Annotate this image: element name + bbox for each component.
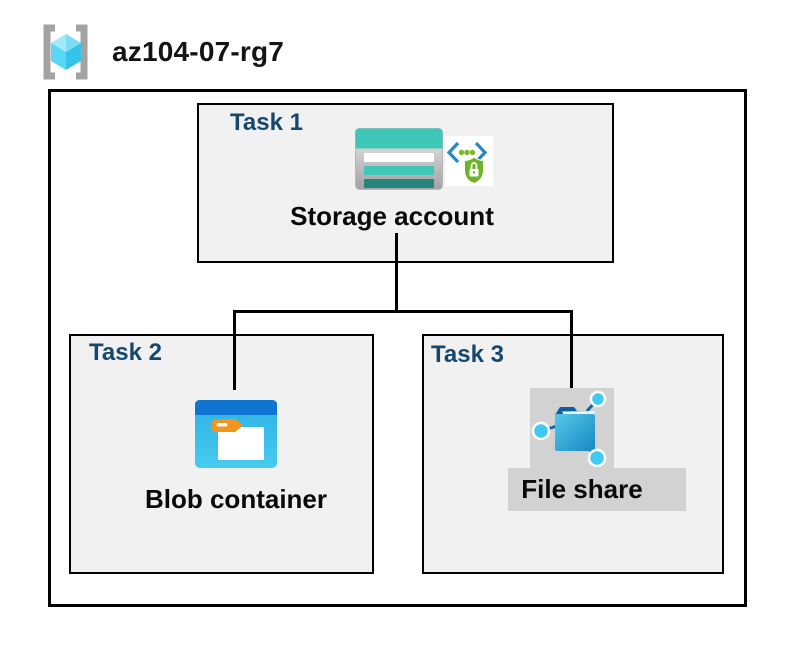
resource-group-icon <box>43 24 88 80</box>
connector-storage-down <box>395 233 398 311</box>
task3-box <box>422 334 724 574</box>
connector-branch-horizontal <box>233 310 573 313</box>
shared-access-signature-icon <box>445 136 493 186</box>
storage-account-icon <box>355 128 443 190</box>
resource-group-title: az104-07-rg7 <box>112 36 285 67</box>
file-share-icon-background <box>530 388 614 468</box>
blob-container-icon <box>195 400 277 468</box>
storage-account-label: Storage account <box>290 201 494 231</box>
blob-container-label: Blob container <box>144 484 327 514</box>
file-share-label: File share <box>521 474 643 504</box>
file-share-label-band: File share <box>508 468 686 511</box>
task2-label: Task 2 <box>89 339 162 366</box>
task1-label: Task 1 <box>230 109 303 136</box>
connector-to-file-share <box>570 310 573 388</box>
connector-to-blob-container <box>233 310 236 390</box>
task3-label: Task 3 <box>431 341 504 368</box>
file-share-icon <box>531 390 607 468</box>
